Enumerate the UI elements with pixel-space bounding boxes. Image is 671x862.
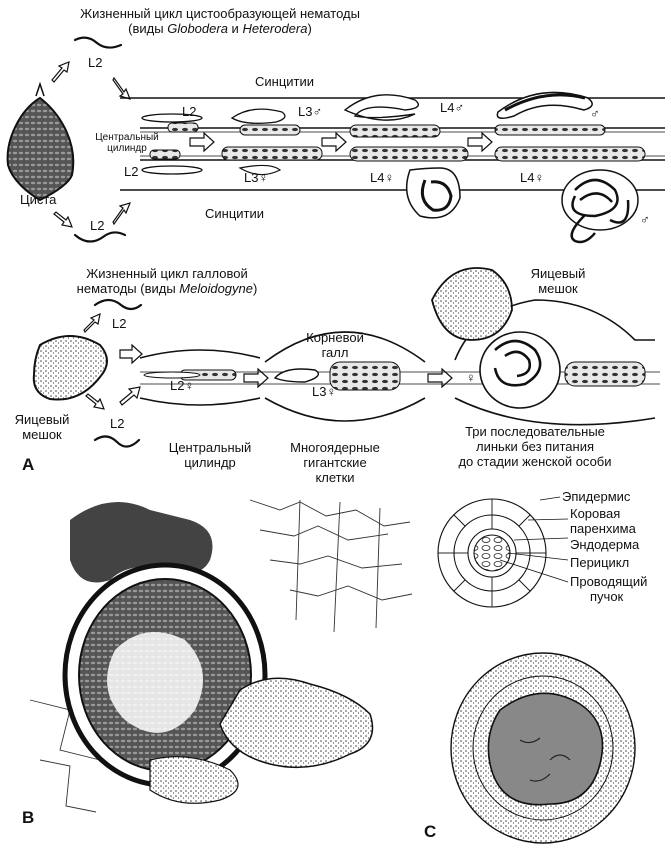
stage-label: L4♀ <box>370 170 395 185</box>
gall-title-pre: нематоды (виды <box>76 281 180 296</box>
central-cylinder-small-l1: Центральный <box>95 132 159 143</box>
vascular-l2: пучок <box>590 589 624 604</box>
vascular-l1: Проводящий <box>570 574 648 589</box>
central-cylinder-small-label: Центральный цилиндр <box>92 132 162 154</box>
root-gall-label: Корневой галл <box>300 330 370 360</box>
cortex-l2: паренхима <box>570 521 636 536</box>
moults-l1: Три последовательные <box>465 424 605 439</box>
cyst-cycle-title: Жизненный цикл цистообразующей нематоды … <box>60 6 380 36</box>
cyst-title-post: ) <box>307 21 312 36</box>
stage-label: L2 <box>90 218 105 233</box>
cortex-label: Коровая паренхима <box>570 506 636 536</box>
stage-label: L2 <box>112 316 127 331</box>
cortex-l1: Коровая <box>570 506 621 521</box>
cyst-title-genus2: Heterodera <box>242 21 308 36</box>
gall-title-genus: Meloidogyne <box>179 281 253 296</box>
stage-label: L4♀ <box>520 170 545 185</box>
cyst-title-genus1: Globodera <box>167 21 228 36</box>
stage-l2-cyst <box>141 113 203 175</box>
pericycle-label: Перицикл <box>570 555 630 570</box>
egg-sac-top-l2: мешок <box>538 281 578 296</box>
moults-label: Три последовательные линьки без питания … <box>440 424 630 469</box>
moults-l2: линьки без питания <box>476 439 594 454</box>
stage-label: ♂ <box>640 212 650 227</box>
stage-label: ♂ <box>590 106 600 121</box>
gall-stage-3 <box>431 267 646 409</box>
migrating-juveniles <box>73 36 143 448</box>
vascular-bundle-label: Проводящий пучок <box>570 574 647 604</box>
stage-label: L3♀ <box>312 384 337 399</box>
stage-label: L3♂ <box>298 104 323 119</box>
gall-title-line2: нематоды (виды Meloidogyne) <box>52 281 282 296</box>
egg-sac-top-label: Яицевый мешок <box>518 266 598 296</box>
giant-cells-l1: Многоядерные <box>290 440 380 455</box>
egg-sac-left-label: Яицевый мешок <box>2 412 82 442</box>
egg-sac-top-l1: Яицевый <box>530 266 586 281</box>
stage-adult-cyst <box>494 91 646 244</box>
central-cylinder-small-l2: цилиндр <box>107 143 147 154</box>
gall-stage-2 <box>273 361 401 391</box>
egg-sac-left-l2: мешок <box>22 427 62 442</box>
gall-cycle-title: Жизненный цикл галловой нематоды (виды M… <box>52 266 282 296</box>
giant-cells-label: Многоядерные гигантские клетки <box>275 440 395 485</box>
central-cylinder-l1: Центральный <box>168 440 252 455</box>
stage-label: L2♀ <box>170 378 195 393</box>
stage-l4-cyst <box>343 94 469 219</box>
cyst-title-line2: (виды Globodera и Heterodera) <box>60 21 380 36</box>
giant-cells-l3: клетки <box>315 470 355 485</box>
root-gall-l1: Корневой <box>306 330 364 345</box>
stage-label: L4♂ <box>440 100 465 115</box>
central-cylinder-label: Центральный цилиндр <box>160 440 260 470</box>
stage-label: L2 <box>110 416 125 431</box>
cyst-title-and: и <box>227 21 243 36</box>
panel-letter-c: C <box>424 822 437 841</box>
epidermis-label: Эпидермис <box>562 489 631 504</box>
panel-b-micrograph <box>18 490 426 830</box>
giant-cells-l2: гигантские <box>303 455 367 470</box>
egg-sac-left <box>32 335 108 401</box>
syncytia-top-label: Синцитии <box>255 74 315 89</box>
root-cross-section <box>437 496 569 608</box>
stage-label: ♀ <box>466 370 476 385</box>
stage-label: L2 <box>182 104 197 119</box>
egg-sac-left-l1: Яицевый <box>14 412 70 427</box>
stage-label: L3♀ <box>244 170 269 185</box>
cyst-title-line1: Жизненный цикл цистообразующей нематоды <box>80 6 360 21</box>
galled-root-section <box>450 652 636 844</box>
gall-title-post: ) <box>253 281 258 296</box>
cyst-label: Циста <box>20 192 57 207</box>
gall-stage-1 <box>143 369 237 381</box>
hollow-arrows <box>51 61 493 410</box>
stage-label: L2 <box>88 55 103 70</box>
syncytia-bottom-label: Синцитии <box>205 206 265 221</box>
central-cylinder-l2: цилиндр <box>184 455 236 470</box>
endodermis-label: Эндодерма <box>570 537 640 552</box>
root-gall-l2: галл <box>321 345 349 360</box>
gall-title-line1: Жизненный цикл галловой <box>86 266 248 281</box>
stage-label: L2 <box>124 164 139 179</box>
panel-letter-a: A <box>22 455 35 474</box>
cyst-illustration <box>6 81 75 202</box>
stage-l3-cyst <box>221 108 323 176</box>
panel-letter-b: B <box>22 808 35 827</box>
moults-l3: до стадии женской особи <box>458 454 612 469</box>
cyst-title-pre: (виды <box>128 21 168 36</box>
